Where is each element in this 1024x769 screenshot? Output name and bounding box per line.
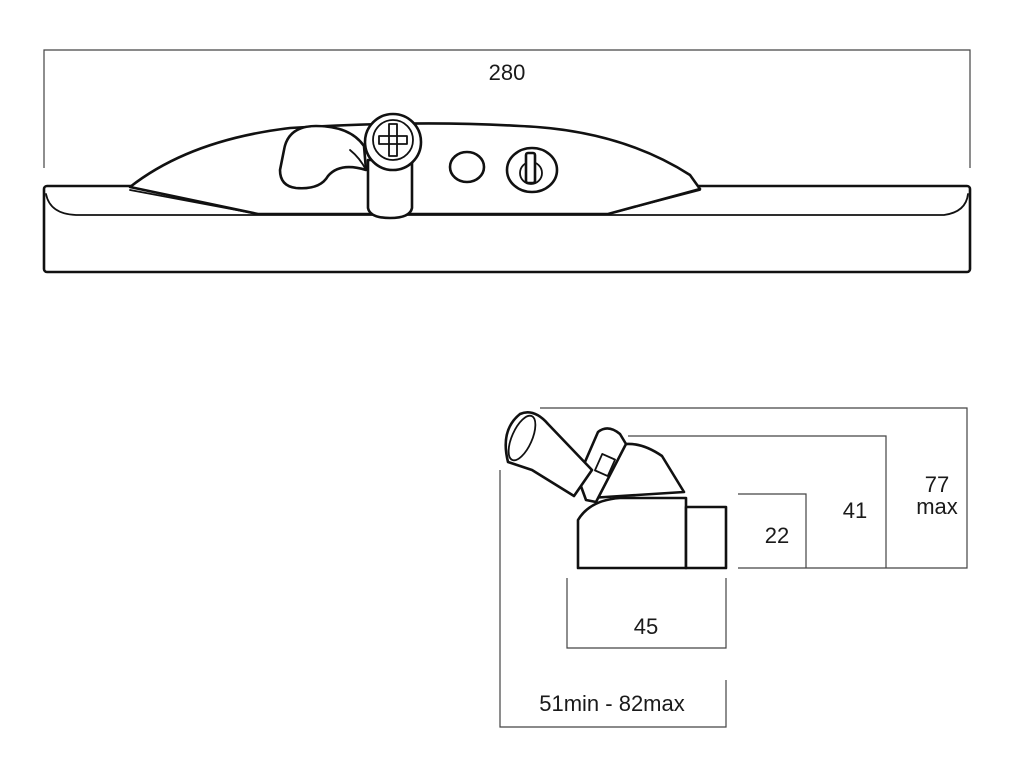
cam-head bbox=[363, 112, 423, 172]
cam-post bbox=[366, 158, 414, 220]
side-cam-housing bbox=[576, 427, 628, 504]
handle-lever-ridge bbox=[349, 149, 367, 171]
cam-head-inner bbox=[372, 119, 414, 161]
width-range-dimension-line bbox=[499, 470, 727, 728]
side-cam-slot bbox=[594, 453, 616, 477]
height-mid-dimension-line bbox=[628, 435, 887, 568]
lock-key-slot bbox=[524, 151, 537, 185]
height-max-value-label: 77 bbox=[925, 472, 949, 497]
side-handle-grip-end bbox=[507, 414, 537, 462]
side-keep-block bbox=[684, 505, 728, 570]
top-view: 280 bbox=[42, 49, 972, 274]
base-width-label: 45 bbox=[634, 614, 658, 639]
plug-button bbox=[448, 150, 486, 184]
height-max-dimension-line bbox=[540, 407, 968, 569]
side-base-block bbox=[576, 496, 688, 570]
height-small-label: 22 bbox=[765, 523, 789, 548]
cross-head-icon bbox=[378, 123, 408, 157]
side-view: 77 max 41 22 45 51min - 82max bbox=[499, 407, 968, 728]
height-mid-label: 41 bbox=[843, 498, 867, 523]
length-dimension-line bbox=[43, 49, 971, 168]
plate-facet-right bbox=[607, 189, 701, 215]
plate-facet-left bbox=[129, 189, 259, 215]
width-range-label: 51min - 82max bbox=[539, 691, 685, 716]
length-dimension-label: 280 bbox=[489, 60, 526, 85]
side-handle bbox=[504, 411, 594, 498]
handle-lever bbox=[278, 124, 368, 190]
height-max-suffix-label: max bbox=[916, 494, 958, 519]
body-plate bbox=[128, 122, 702, 216]
base-width-dimension-line bbox=[566, 578, 727, 649]
height-small-dimension-line bbox=[738, 493, 807, 568]
